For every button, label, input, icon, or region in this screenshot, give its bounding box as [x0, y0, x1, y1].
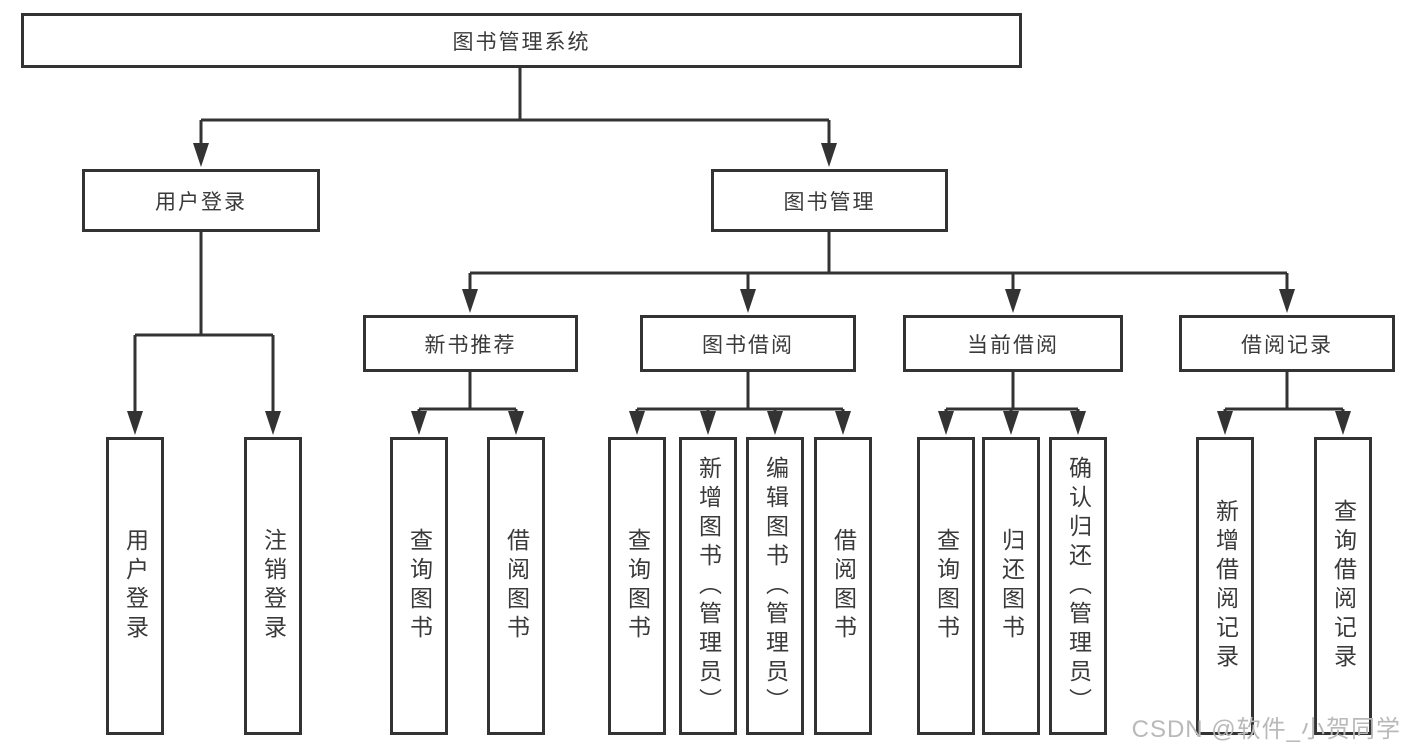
node-label: 当前借阅: [967, 333, 1059, 357]
leaf-query-books: 查询图书: [608, 437, 666, 735]
node-book-borrowing: 图书借阅: [640, 315, 856, 372]
leaf-label: 注销登录: [260, 528, 287, 644]
leaf-logout: 注销登录: [244, 437, 302, 735]
node-user-login: 用户登录: [82, 169, 320, 232]
leaf-label: 查询图书: [624, 528, 651, 644]
leaf-label: 新增图书（管理员）: [695, 455, 722, 717]
leaf-borrow-books: 借阅图书: [814, 437, 872, 735]
watermark-text: CSDN @软件_小贺同学: [1131, 716, 1401, 743]
leaf-user-login: 用户登录: [106, 437, 164, 735]
leaf-label: 借阅图书: [503, 528, 530, 644]
node-new-book-recommendation: 新书推荐: [363, 315, 578, 372]
leaf-query-borrow-record: 查询借阅记录: [1314, 437, 1372, 735]
leaf-label: 归还图书: [998, 528, 1025, 644]
leaf-edit-book-admin: 编辑图书（管理员）: [746, 437, 804, 735]
node-label: 图书管理: [783, 190, 876, 214]
node-label: 新书推荐: [424, 333, 517, 357]
leaf-confirm-return-admin: 确认归还（管理员）: [1049, 437, 1107, 735]
leaf-borrow-books: 借阅图书: [487, 437, 545, 735]
node-library-management-system: 图书管理系统: [21, 13, 1022, 68]
leaf-query-books: 查询图书: [917, 437, 975, 735]
leaf-add-book-admin: 新增图书（管理员）: [679, 437, 737, 735]
node-borrowing-records: 借阅记录: [1179, 315, 1395, 372]
leaf-add-borrow-record: 新增借阅记录: [1196, 437, 1254, 735]
node-label: 用户登录: [155, 190, 247, 214]
leaf-label: 借阅图书: [830, 528, 857, 644]
leaf-label: 新增借阅记录: [1212, 499, 1239, 673]
leaf-query-books: 查询图书: [390, 437, 448, 735]
leaf-label: 确认归还（管理员）: [1065, 455, 1092, 717]
leaf-label: 查询图书: [406, 528, 433, 644]
leaf-label: 编辑图书（管理员）: [762, 455, 789, 717]
leaf-return-books: 归还图书: [982, 437, 1040, 735]
node-label: 图书借阅: [702, 333, 794, 357]
node-label: 借阅记录: [1241, 333, 1333, 357]
leaf-label: 查询图书: [933, 528, 960, 644]
node-label: 图书管理系统: [452, 30, 591, 54]
leaf-label: 查询借阅记录: [1330, 499, 1357, 673]
leaf-label: 用户登录: [122, 528, 149, 644]
node-current-borrowing: 当前借阅: [903, 315, 1123, 372]
node-book-management: 图书管理: [711, 169, 948, 232]
